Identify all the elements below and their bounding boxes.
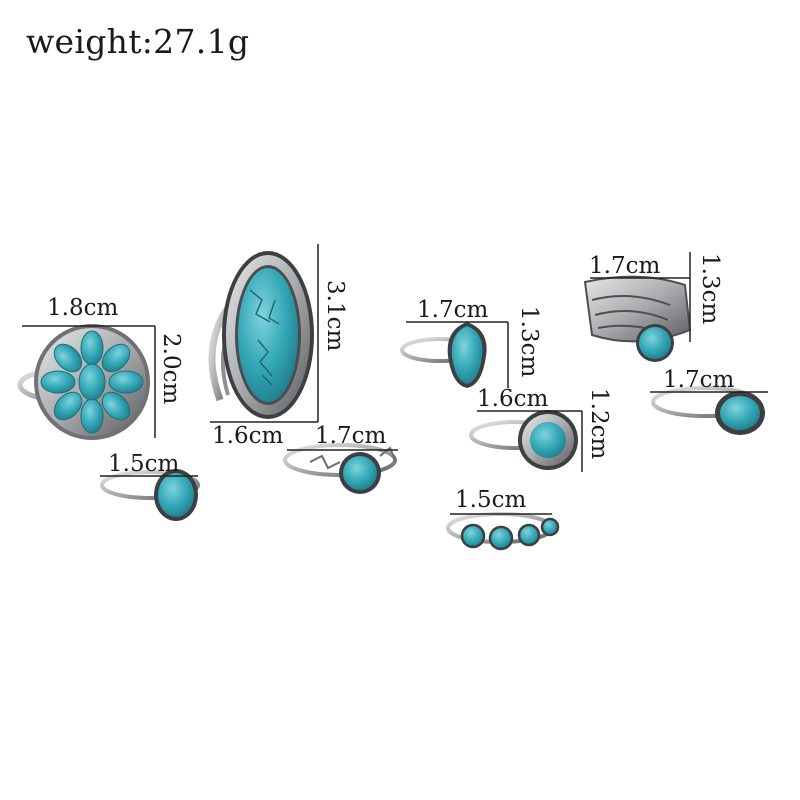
small-round-ring: [100, 469, 200, 521]
oval-side-ring-width-label: 1.7cm: [663, 367, 735, 393]
small-round-ring-width-label: 1.5cm: [108, 451, 180, 477]
teardrop-ring-width-label: 1.7cm: [417, 297, 489, 323]
round-framed-ring-width-label: 1.6cm: [477, 386, 549, 412]
oval-ring: [208, 244, 319, 423]
four-stone-ring: [446, 512, 560, 551]
teardrop-ring-height-label: 1.3cm: [516, 306, 542, 378]
leaf-side-ring: [283, 443, 398, 494]
flower-ring-width-label: 1.8cm: [47, 295, 119, 321]
flower-ring: [17, 324, 156, 440]
four-stone-ring-width-label: 1.5cm: [455, 487, 527, 513]
round-framed-ring: [469, 410, 583, 472]
feather-wrap-ring: [583, 252, 692, 362]
weight-label: weight:27.1g: [26, 22, 250, 61]
feather-wrap-ring-height-label: 1.3cm: [697, 253, 723, 325]
leaf-side-ring-width-label: 1.7cm: [315, 423, 387, 449]
oval-ring-height-label: 3.1cm: [322, 280, 348, 352]
oval-side-ring: [650, 386, 768, 435]
teardrop-ring: [400, 321, 509, 388]
flower-ring-height-label: 2.0cm: [158, 333, 184, 405]
oval-ring-width-label: 1.6cm: [212, 423, 284, 449]
feather-wrap-ring-width-label: 1.7cm: [589, 253, 661, 279]
round-framed-ring-height-label: 1.2cm: [586, 388, 612, 460]
